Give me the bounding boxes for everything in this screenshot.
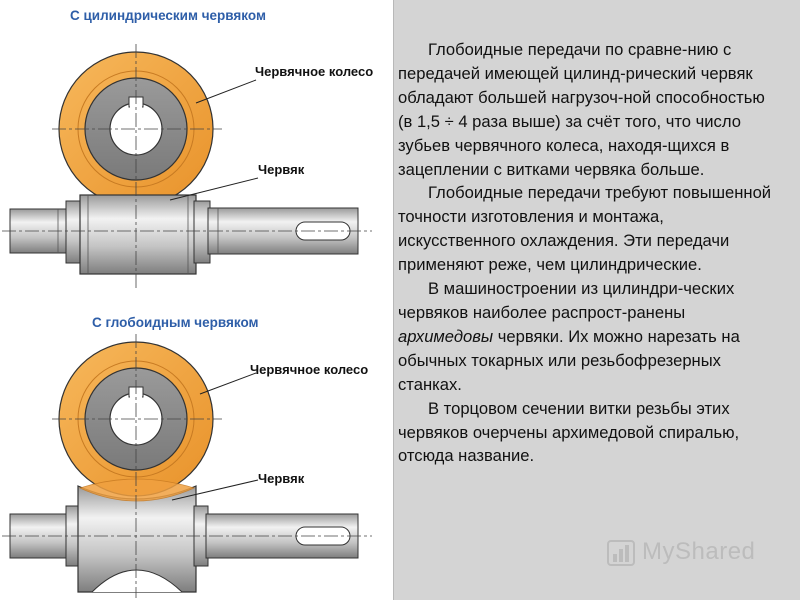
paragraph-3-start: В машиностроении из цилиндри-ческих черв… <box>398 279 735 322</box>
top-figure-heading: С цилиндрическим червяком <box>70 8 266 23</box>
paragraph-3-end: червяки. Их можно нарезать на обычных то… <box>398 326 740 394</box>
bottom-worm-leader <box>171 479 259 501</box>
globoid-worm-figure <box>2 334 372 598</box>
top-wheel-label: Червячное колесо <box>255 64 374 79</box>
paragraph-2: Глобоидные передачи требуют повышенной т… <box>398 183 772 275</box>
paragraph-4: В торцовом сечении витки резьбы этих чер… <box>398 398 740 466</box>
top-worm-label: Червяк <box>258 162 305 177</box>
top-wheel-leader <box>195 79 257 104</box>
text-panel <box>393 0 800 600</box>
paragraph-1: Глобоидные передачи по сравне-нию с пере… <box>398 40 765 179</box>
worm-gear-drawings <box>2 44 372 598</box>
cylindrical-worm-figure <box>2 44 372 290</box>
explanation-text: Глобоидные передачи по сравне-нию с пере… <box>398 38 783 468</box>
bottom-center-lines <box>2 334 372 598</box>
paragraph-3-emphasis: архимедовы <box>398 326 494 346</box>
top-worm-shaft <box>9 194 359 275</box>
bottom-wheel-leader <box>199 372 257 395</box>
bottom-worm-label: Червяк <box>258 471 305 486</box>
bottom-wheel-label: Червячное колесо <box>250 362 369 377</box>
bottom-figure-heading: С глобоидным червяком <box>92 315 259 330</box>
watermark-logo-icon <box>607 540 635 566</box>
bottom-worm-shaft <box>9 478 359 593</box>
paragraph-3: В машиностроении из цилиндри-ческих черв… <box>398 277 783 397</box>
top-center-lines <box>2 44 372 290</box>
watermark-text: MyShared <box>642 538 756 565</box>
top-worm-leader <box>169 177 259 201</box>
